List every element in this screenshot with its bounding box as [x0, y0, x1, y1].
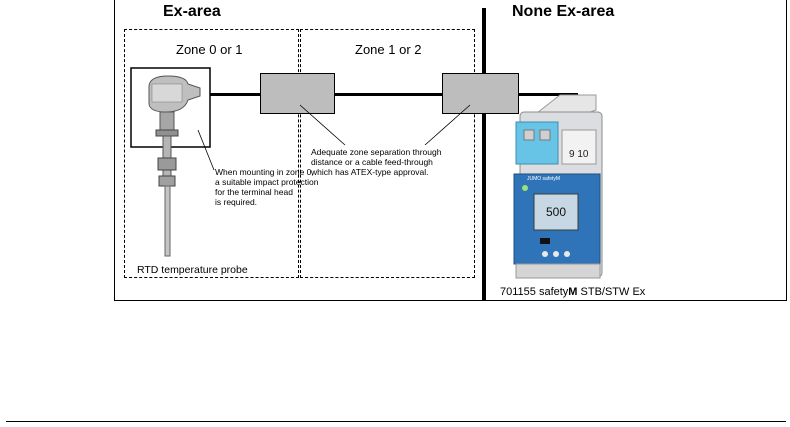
- cable-line: [210, 93, 578, 96]
- device-name-suffix: STB/STW Ex: [577, 286, 646, 298]
- device-display-value: 500: [546, 205, 567, 219]
- zone-0-or-1-label: Zone 0 or 1: [176, 42, 243, 57]
- zone-0-or-1-region: [124, 29, 299, 278]
- device-name-bold: M: [568, 286, 578, 298]
- zone-1-or-2-region: [300, 29, 475, 278]
- zone-0-mounting-note: When mounting in zone 0, a suitable impa…: [215, 167, 319, 207]
- rtd-probe-icon: [148, 75, 201, 257]
- zone-separation-note: Adequate zone separation through distanc…: [311, 147, 442, 177]
- device-terminal-label: 9 10: [569, 149, 589, 160]
- safetym-device-icon: [513, 93, 603, 279]
- device-name-prefix: 701155 safety: [500, 286, 569, 298]
- page-bottom-rule: [6, 421, 786, 422]
- cable-feedthrough-1: [260, 73, 335, 114]
- area-divider-line: [482, 8, 486, 301]
- diagram-frame: [114, 0, 787, 301]
- probe-caption: RTD temperature probe: [137, 264, 248, 276]
- ex-area-heading: Ex-area: [163, 3, 221, 20]
- cable-feedthrough-2: [442, 73, 519, 114]
- device-caption: 701155 safetyM STB/STW Ex: [500, 286, 645, 298]
- device-brand-label: JUMO safetyM: [527, 176, 561, 182]
- none-ex-area-heading: None Ex-area: [512, 3, 615, 20]
- zone-1-or-2-label: Zone 1 or 2: [355, 42, 422, 57]
